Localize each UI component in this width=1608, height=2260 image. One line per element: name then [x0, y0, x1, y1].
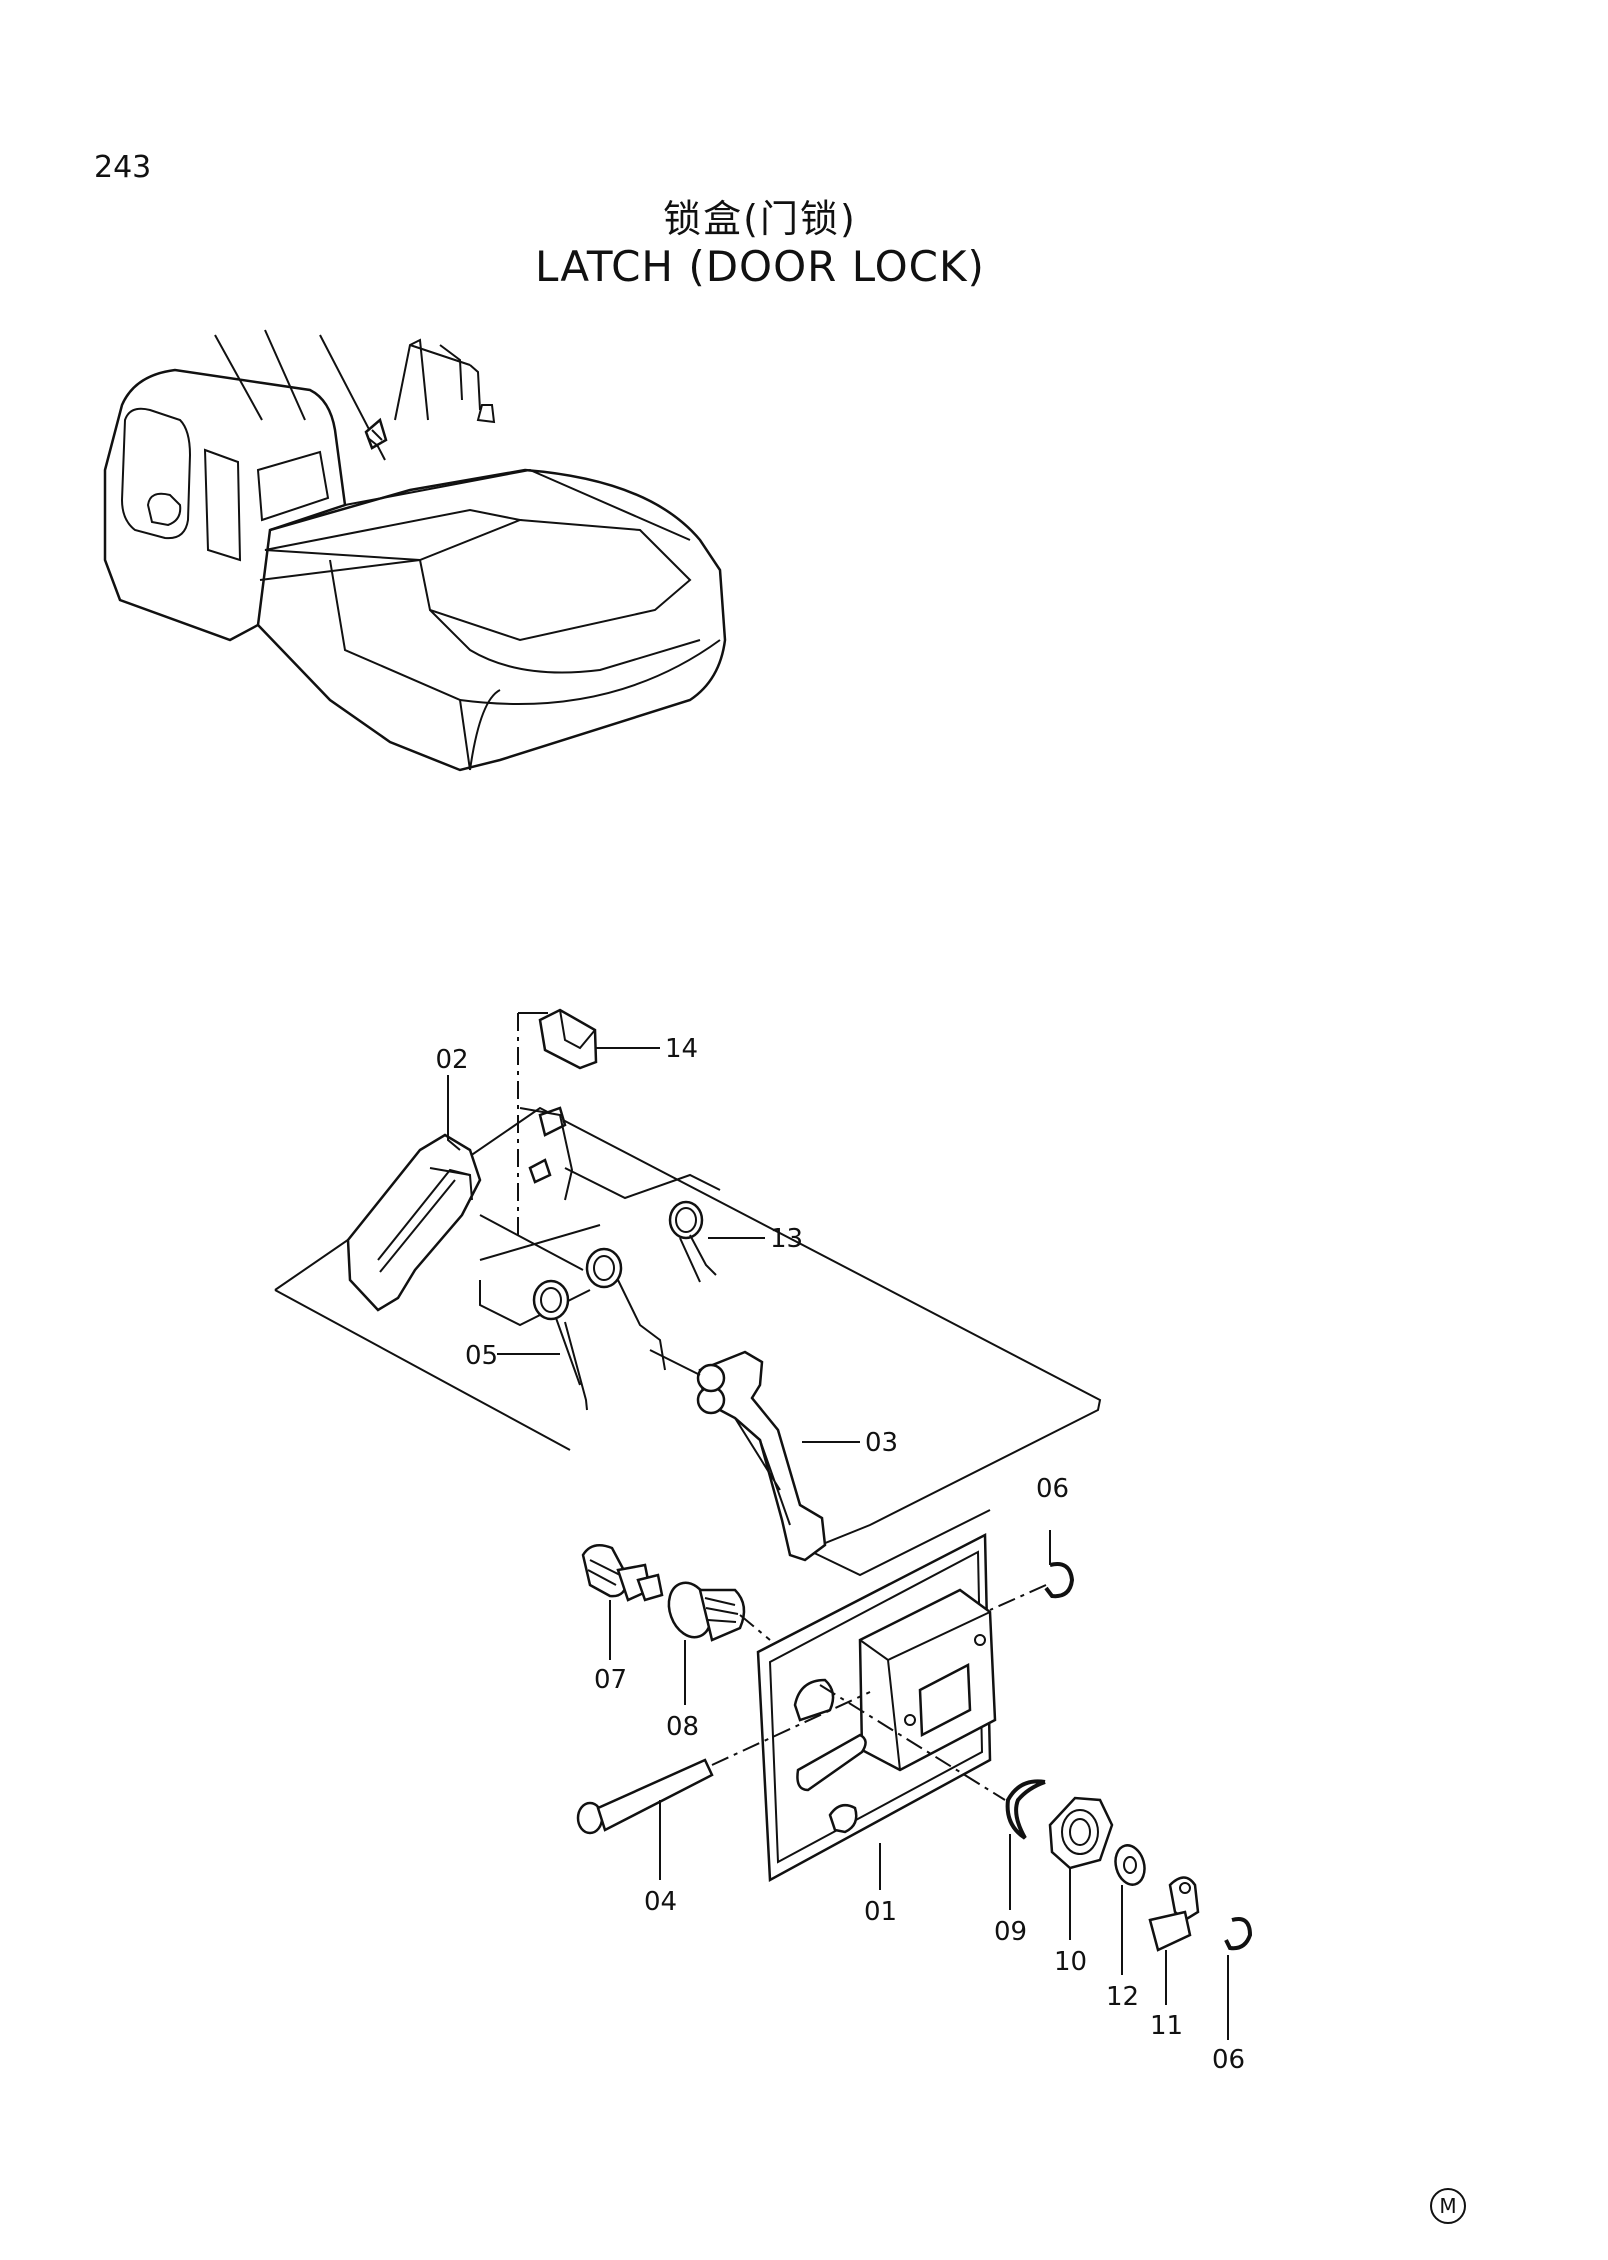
label-10: 10: [1054, 1947, 1087, 1977]
part-06-upper-ering: [1044, 1562, 1075, 1599]
label-04: 04: [644, 1887, 677, 1917]
label-07: 07: [594, 1665, 627, 1695]
excavator-overview-illustration: [103, 329, 727, 772]
part-05-spring: [532, 1247, 666, 1411]
part-02-bracket: [346, 1106, 574, 1312]
part-11-cam: [1148, 1876, 1200, 1952]
label-06-lower: 06: [1212, 2045, 1245, 2075]
part-12-washer: [1114, 1844, 1146, 1886]
page-number: 243: [94, 150, 152, 185]
part-03-lever: [696, 1350, 827, 1562]
label-08: 08: [666, 1712, 699, 1742]
part-10-nut: [1048, 1796, 1114, 1870]
part-08-cylinder: [667, 1581, 746, 1642]
part-01-plate: [756, 1532, 997, 1883]
label-09: 09: [994, 1917, 1027, 1947]
page-title: LATCH (DOOR LOCK): [535, 242, 985, 291]
part-09-snap-ring: [1005, 1779, 1046, 1840]
part-04-pin: [576, 1758, 714, 1835]
label-03: 03: [865, 1428, 898, 1458]
part-14-clip: [538, 1008, 598, 1070]
label-11: 11: [1150, 2011, 1183, 2041]
label-02: 02: [435, 1045, 468, 1075]
footer-mark: M: [1430, 2188, 1466, 2224]
title-chinese: 锁盒(门锁): [663, 197, 857, 241]
label-06-upper: 06: [1036, 1474, 1069, 1504]
part-labels: 02 14 13 05 03 06 07 08 04 01 09 10 12 1…: [435, 1034, 1245, 2075]
assembly-outline-upper: [274, 1106, 1102, 1577]
part-13-spring: [668, 1200, 717, 1283]
part-06-lower-ering: [1224, 1917, 1253, 1951]
part-07-knob: [581, 1543, 664, 1602]
label-05: 05: [465, 1341, 498, 1371]
label-12: 12: [1106, 1982, 1139, 2012]
label-01: 01: [864, 1897, 897, 1927]
label-13: 13: [770, 1224, 803, 1254]
label-14: 14: [665, 1034, 698, 1064]
